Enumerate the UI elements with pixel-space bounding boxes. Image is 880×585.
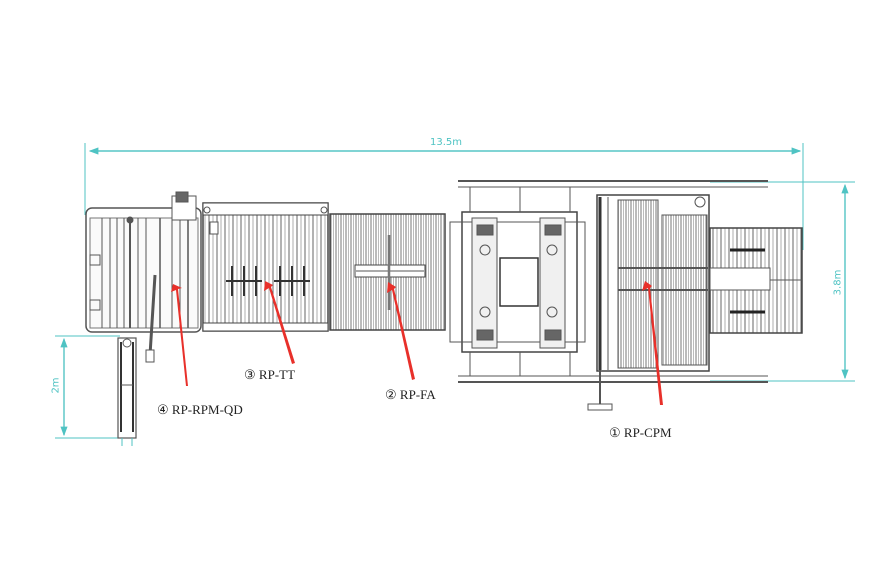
dimension-length-label: 13.5m xyxy=(430,137,463,148)
dimension-side-depth xyxy=(55,335,120,439)
dimension-depth-label: 2m xyxy=(50,377,62,394)
module-rp-tt xyxy=(202,202,329,332)
dimension-overall-length xyxy=(84,143,804,250)
label-code: RP-RPM-QD xyxy=(171,402,243,417)
label-index: ③ xyxy=(244,367,256,382)
module-rp-fa xyxy=(329,213,446,331)
label-index: ② xyxy=(385,387,397,402)
arrow-rp-fa xyxy=(387,282,415,380)
arrow-rp-cpm xyxy=(642,281,663,405)
label-rp-tt: ③ RP-TT xyxy=(244,367,295,383)
pointer-arrows xyxy=(171,281,663,405)
arrow-rp-rpm-qd xyxy=(171,284,188,386)
label-rp-fa: ② RP-FA xyxy=(385,387,436,403)
arrow-rp-tt xyxy=(264,281,295,364)
dimension-width-label: 3.8m xyxy=(832,269,844,296)
label-index: ④ xyxy=(157,402,169,417)
label-code: RP-TT xyxy=(258,367,296,382)
label-index: ① xyxy=(609,425,621,440)
module-rp-rpm-qd xyxy=(85,191,202,446)
label-rp-cpm: ① RP-CPM xyxy=(609,425,672,441)
label-code: RP-FA xyxy=(399,387,436,402)
module-rp-cpm xyxy=(587,194,803,411)
label-code: RP-CPM xyxy=(623,425,672,440)
label-rp-rpm-qd: ④ RP-RPM-QD xyxy=(157,402,243,418)
module-center-frame xyxy=(449,180,768,383)
